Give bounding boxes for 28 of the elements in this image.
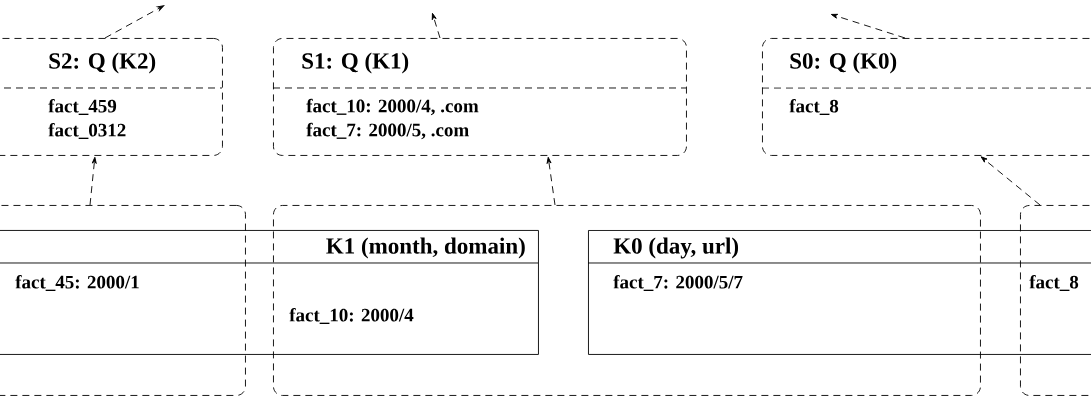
dashed-region xyxy=(273,205,981,396)
arrow xyxy=(980,156,1041,206)
arrow xyxy=(830,13,906,39)
dashed-region xyxy=(1020,205,1091,396)
fact-text: fact_10: 2000/4, .com xyxy=(306,98,479,116)
fact-text: fact_459 xyxy=(48,99,117,115)
heading-text: K0 (day, url) xyxy=(613,237,739,259)
table-box xyxy=(587,230,1091,355)
heading-text: K1 (month, domain) xyxy=(326,237,525,259)
arrow xyxy=(546,156,556,206)
arrow xyxy=(104,5,165,39)
fact-text: fact_45: 2000/1 xyxy=(15,275,139,291)
query-box xyxy=(761,38,1091,156)
query-box xyxy=(0,38,223,156)
fact-text: fact_7: 2000/5/7 xyxy=(613,275,743,291)
fact-text: fact_7: 2000/5, .com xyxy=(306,122,469,140)
fact-text: fact_8 xyxy=(1029,275,1079,291)
table-box xyxy=(0,230,539,355)
fact-text: fact_0312 xyxy=(48,123,126,139)
heading-text: S0: Q (K0) xyxy=(790,52,897,74)
arrow xyxy=(431,12,441,39)
query-box xyxy=(272,38,687,156)
fact-text: fact_10: 2000/4 xyxy=(289,308,414,324)
fact-text: fact_8 xyxy=(789,99,839,115)
heading-text: S2: Q (K2) xyxy=(49,52,156,74)
heading-text: S1: Q (K1) xyxy=(302,52,409,74)
arrow xyxy=(89,156,97,206)
dashed-region xyxy=(0,205,246,396)
